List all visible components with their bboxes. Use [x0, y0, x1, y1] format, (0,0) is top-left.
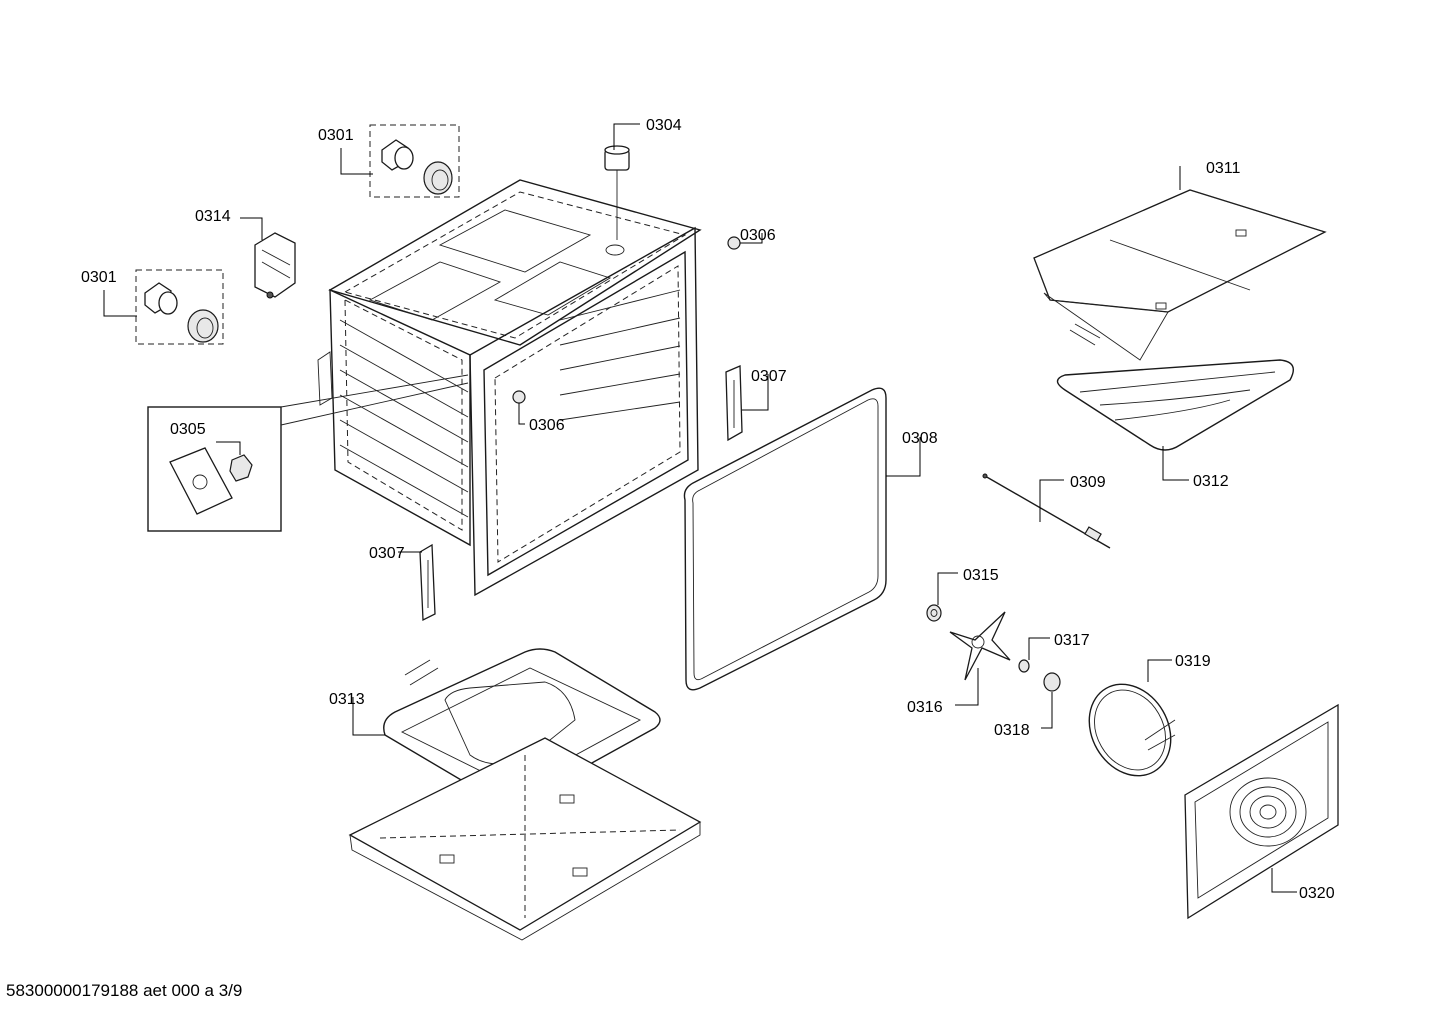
bottom-panel-drawing: [348, 737, 702, 941]
label-0309: 0309: [1070, 474, 1106, 491]
part-0314-drawing: [254, 232, 296, 299]
part-labels: 0301 0301 0304 0305 0306 0306 0307 0307 …: [81, 117, 1335, 902]
label-0317: 0317: [1054, 632, 1090, 649]
part-0320-drawing: [1184, 703, 1339, 920]
label-0313: 0313: [329, 691, 365, 708]
label-0318: 0318: [994, 722, 1030, 739]
part-0316-drawing: [949, 611, 1011, 681]
part-0318-drawing: [1043, 672, 1061, 692]
part-0309-drawing: [982, 473, 1111, 549]
part-0307-upper-drawing: [725, 365, 743, 442]
part-0307-lower-drawing: [419, 543, 436, 622]
label-0301-lower: 0301: [81, 269, 117, 286]
label-0301-upper: 0301: [318, 127, 354, 144]
part-0315-drawing: [926, 604, 942, 622]
label-0315: 0315: [963, 567, 999, 584]
part-0311-drawing: [1033, 189, 1327, 361]
lamp-assembly-lower: [135, 269, 224, 345]
lamp-assembly-upper: [369, 124, 460, 198]
label-0307-upper: 0307: [751, 368, 787, 385]
label-0314: 0314: [195, 208, 231, 225]
label-0311: 0311: [1206, 160, 1241, 177]
part-0319-drawing: [1088, 683, 1176, 777]
leader-lines: [103, 123, 1297, 893]
part-0308-drawing: [683, 387, 887, 691]
label-0320: 0320: [1299, 885, 1335, 902]
label-0304: 0304: [646, 117, 682, 134]
part-0317-drawing: [1018, 659, 1030, 673]
label-0306-upper: 0306: [740, 227, 776, 244]
part-0304-drawing: [604, 145, 630, 240]
label-0307-lower: 0307: [369, 545, 405, 562]
oven-cavity-drawing: [317, 179, 702, 597]
part-0306-lower-drawing: [512, 390, 526, 404]
label-0312: 0312: [1193, 473, 1229, 490]
document-code: 58300000179188 aet 000 a 3/9: [6, 981, 243, 1000]
label-0306-lower: 0306: [529, 417, 565, 434]
part-0312-drawing: [1056, 323, 1294, 451]
label-0319: 0319: [1175, 653, 1211, 670]
part-0305-inset: [147, 374, 469, 532]
label-0305: 0305: [170, 421, 206, 438]
label-0308: 0308: [902, 430, 938, 447]
label-0316: 0316: [907, 699, 943, 716]
part-0306-upper-drawing: [727, 236, 741, 250]
